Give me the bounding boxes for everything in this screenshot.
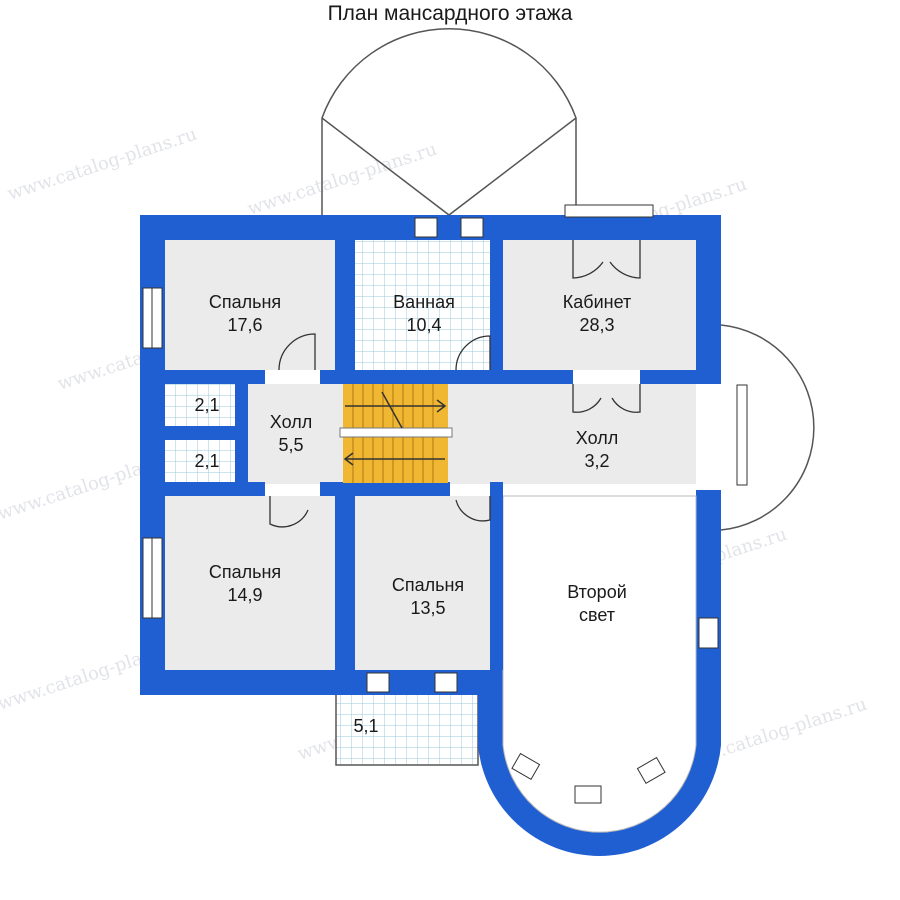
room-name-hall-1: Холл <box>270 412 312 432</box>
bottom-balcony <box>335 687 479 766</box>
room-area-bathroom: 10,4 <box>406 315 441 335</box>
room-name-hall-2: Холл <box>576 428 618 448</box>
top-balcony <box>321 28 577 216</box>
room-name-bathroom: Ванная <box>393 292 455 312</box>
plan-title: План мансардного этажа <box>327 2 573 25</box>
room-area-bedroom-2: 14,9 <box>227 585 262 605</box>
room-area-closet-2: 2,1 <box>194 451 219 471</box>
room-name-second-light: Второй <box>567 582 627 602</box>
room-name-bedroom-1: Спальня <box>209 292 281 312</box>
room-area-bedroom-3: 13,5 <box>410 598 445 618</box>
staircase <box>339 384 453 483</box>
room-name-bedroom-3: Спальня <box>392 575 464 595</box>
right-bay <box>720 324 815 531</box>
room-area-hall-2: 3,2 <box>584 451 609 471</box>
doors <box>269 240 641 528</box>
room-floors <box>165 240 697 833</box>
interior-walls <box>165 240 721 670</box>
watermark-2: www.catalog-plans.ru <box>245 139 439 220</box>
windows <box>142 204 748 804</box>
room-name-bedroom-2: Спальня <box>209 562 281 582</box>
room-area-closet-1: 2,1 <box>194 395 219 415</box>
room-area-second-light: свет <box>579 605 615 625</box>
room-name-study: Кабинет <box>563 292 631 312</box>
room-area-hall-1: 5,5 <box>278 435 303 455</box>
room-area-study: 28,3 <box>579 315 614 335</box>
room-area-balcony: 5,1 <box>353 716 378 736</box>
watermark-1: www.catalog-plans.ru <box>5 124 199 205</box>
room-area-bedroom-1: 17,6 <box>227 315 262 335</box>
room-labels: Спальня 17,6 Ванная 10,4 Кабинет 28,3 2,… <box>194 292 631 736</box>
